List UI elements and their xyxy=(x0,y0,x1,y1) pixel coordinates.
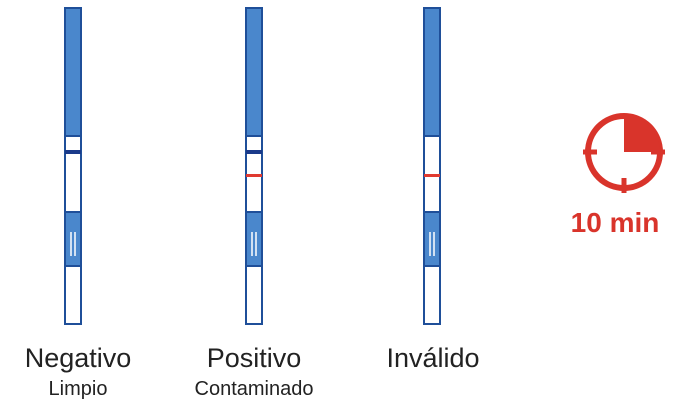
stopwatch-icon xyxy=(583,113,665,193)
strip-handle xyxy=(245,265,263,325)
result-label-negativo: Negativo xyxy=(24,343,132,373)
strip-result-window xyxy=(423,135,441,213)
result-sublabel-negativo: Limpio xyxy=(48,378,108,400)
test-line xyxy=(424,174,440,177)
strip-result-window xyxy=(245,135,263,213)
strip-handle xyxy=(423,265,441,325)
strip-conjugate-pad xyxy=(64,211,82,267)
strip-conjugate-pad xyxy=(423,211,441,267)
result-label-positivo: Positivo xyxy=(206,343,302,373)
strip-result-window xyxy=(64,135,82,213)
test-line xyxy=(246,174,262,177)
result-label-invalido: Inválido xyxy=(386,343,480,373)
result-sublabel-positivo: Contaminado xyxy=(194,378,314,400)
strip-handle xyxy=(64,265,82,325)
control-line xyxy=(65,150,81,154)
control-line xyxy=(246,150,262,154)
strip-sample-pad xyxy=(423,7,441,137)
timer-label: 10 min xyxy=(570,207,660,238)
strip-sample-pad xyxy=(64,7,82,137)
strip-sample-pad xyxy=(245,7,263,137)
strip-conjugate-pad xyxy=(245,211,263,267)
